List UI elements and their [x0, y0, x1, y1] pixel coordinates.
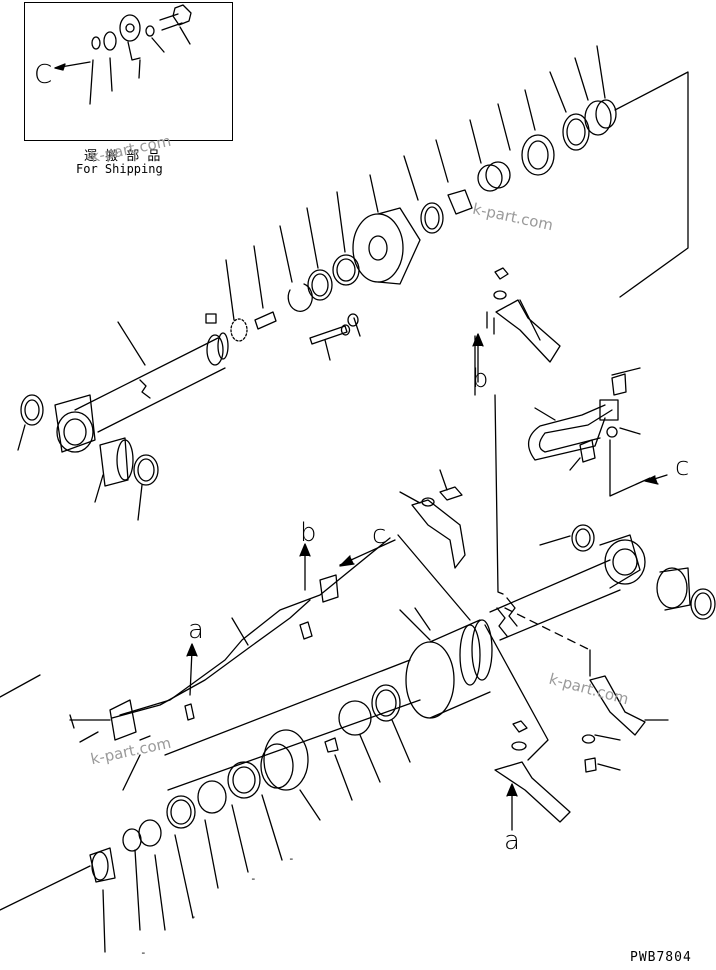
cylinder-body [0, 469, 716, 953]
ref-label-b-middle: b [300, 518, 317, 548]
inset-arrow-label: C [34, 60, 53, 90]
dash-mark-1: - [288, 852, 295, 865]
dash-mark-4: - [140, 946, 147, 959]
ref-label-a-left: a [188, 615, 204, 645]
ref-arrows [186, 333, 668, 831]
part-code: PWB7804 [630, 950, 692, 965]
shipping-inset-frame [24, 2, 233, 141]
ref-label-b-right: b [472, 364, 489, 394]
dash-mark-2: - [250, 872, 257, 885]
dash-mark-3: - [190, 910, 197, 923]
rod-assembly [17, 45, 689, 521]
ref-label-a-bottom: a [504, 826, 520, 856]
inset-parts [54, 4, 192, 105]
inset-jp-label: 運 搬 部 品 [84, 149, 163, 164]
hose-bracket [474, 267, 651, 595]
inset-en-label: For Shipping [76, 162, 163, 176]
ref-label-c-middle: c [372, 520, 387, 550]
ref-label-c-right: c [675, 452, 690, 482]
